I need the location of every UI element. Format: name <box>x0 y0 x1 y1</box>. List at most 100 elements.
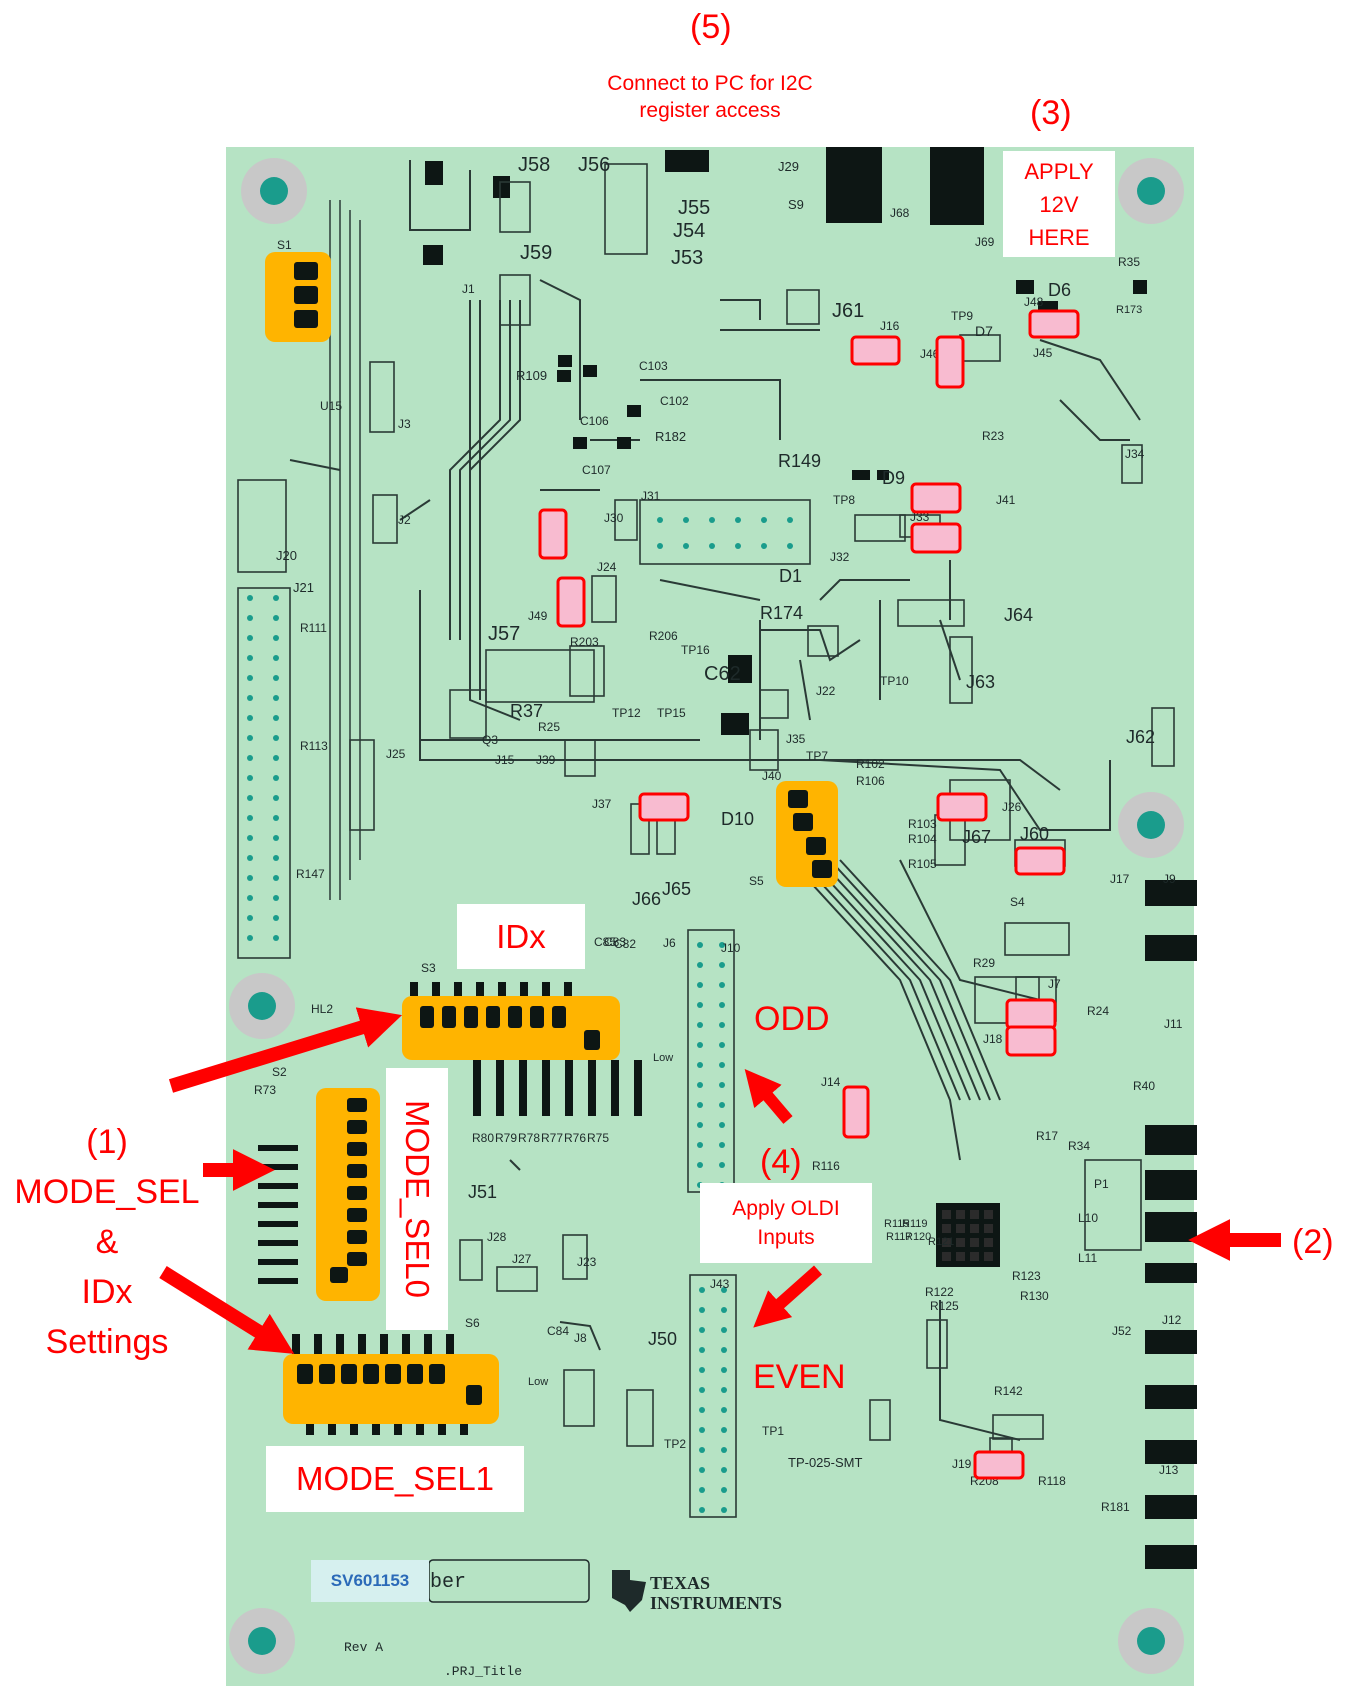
component <box>1016 280 1034 294</box>
arrow-to-idx-switch <box>168 1007 403 1093</box>
trace <box>469 300 521 640</box>
silk-label-j21: J21 <box>293 580 314 595</box>
connector-outline <box>807 625 839 657</box>
resistor-lead <box>634 1060 642 1116</box>
switch-lever <box>341 1364 357 1384</box>
apply-12v-line3: HERE <box>1028 225 1090 250</box>
switch-pin <box>476 982 484 996</box>
silk-label-r117: R117 <box>886 1231 911 1243</box>
resistor-lead <box>588 1060 596 1116</box>
silk-label-j64: J64 <box>1004 605 1033 625</box>
pin <box>273 655 279 661</box>
step1-line1: (1) <box>86 1123 128 1161</box>
apply-12v-line2: 12V <box>1039 192 1079 217</box>
pin <box>761 517 767 523</box>
silk-label-r104: R104 <box>908 832 937 846</box>
pin <box>657 543 663 549</box>
silk-label-r76: R76 <box>564 1131 586 1145</box>
switch-lever <box>294 310 318 328</box>
silk-label-j3: J3 <box>398 417 411 431</box>
mounting-hole-center <box>1137 1627 1165 1655</box>
silk-label-j2: J2 <box>398 513 411 527</box>
resistor-lead <box>258 1240 298 1246</box>
pin <box>697 942 703 948</box>
trace <box>469 300 521 721</box>
switch-lever <box>420 1006 434 1028</box>
pin <box>709 543 715 549</box>
component <box>1145 880 1197 906</box>
silk-label-r142: R142 <box>994 1384 1023 1398</box>
ti-logo-line2: INSTRUMENTS <box>650 1593 783 1613</box>
resistor-lead <box>258 1183 298 1189</box>
trace <box>289 459 341 471</box>
jumper-highlight <box>973 1450 1025 1480</box>
jumper-highlight <box>538 508 568 560</box>
pin <box>273 875 279 881</box>
component <box>493 176 510 198</box>
switch-lever <box>347 1186 367 1200</box>
silk-label-r116: R116 <box>812 1159 840 1173</box>
silk-label-j61: J61 <box>832 300 864 322</box>
pin <box>247 615 253 621</box>
silk-label-j28: J28 <box>487 1230 507 1244</box>
jumper-highlight <box>850 335 901 366</box>
switch-lever <box>530 1006 544 1028</box>
component <box>728 655 752 683</box>
jumper-highlight <box>842 1085 870 1139</box>
pin <box>699 1367 705 1373</box>
pin <box>247 635 253 641</box>
silk-label-r122: R122 <box>925 1285 954 1299</box>
silk-label-tp12: TP12 <box>612 706 641 720</box>
switch-lever <box>347 1252 367 1266</box>
mode-sel0-box: MODE_SEL0 <box>386 1068 448 1330</box>
resistor-lead <box>473 1060 481 1116</box>
silk-label-r80: R80 <box>472 1131 494 1145</box>
switch-lever <box>429 1364 445 1384</box>
connector-outline <box>237 479 287 573</box>
silk-label-j58: J58 <box>518 154 550 176</box>
silk-label-j45: J45 <box>1033 346 1053 360</box>
pin <box>273 915 279 921</box>
silk-label-u15: U15 <box>320 399 342 413</box>
silk-label-tp-025-smt: TP-025-SMT <box>788 1455 862 1470</box>
pin <box>247 875 253 881</box>
switch-pin <box>454 982 462 996</box>
pin <box>247 755 253 761</box>
switch-lever <box>347 1164 367 1178</box>
connector-outline <box>1121 444 1143 484</box>
step1-line2: MODE_SEL <box>14 1173 200 1211</box>
ic-pad <box>956 1224 965 1233</box>
silk-label-s2: S2 <box>272 1065 287 1079</box>
silk-label-s1: S1 <box>277 238 292 252</box>
connect-pc-line1: Connect to PC for I2C <box>607 72 813 95</box>
silk-label-j15: J15 <box>495 753 515 767</box>
silk-label-j40: J40 <box>762 769 782 783</box>
component <box>721 713 749 735</box>
silk-label-j41: J41 <box>996 493 1016 507</box>
connect-pc-line2: register access <box>639 99 781 122</box>
ic-pad <box>942 1210 951 1219</box>
switch-lever <box>294 262 318 280</box>
silk-label-r78: R78 <box>518 1131 540 1145</box>
silk-label-r35: R35 <box>1118 255 1140 269</box>
pin <box>721 1487 727 1493</box>
connector-outline <box>1084 1159 1142 1251</box>
silk-label-r130: R130 <box>1020 1289 1049 1303</box>
mounting-hole-center <box>1137 811 1165 839</box>
connect-pc-label: Connect to PC for I2C register access <box>570 70 850 124</box>
pin <box>273 755 279 761</box>
resistor-lead <box>611 1060 619 1116</box>
apply-oldi-box: Apply OLDI Inputs <box>700 1183 872 1263</box>
connector-outline <box>499 181 531 233</box>
switch-lever <box>442 1006 456 1028</box>
connector-outline <box>1004 922 1070 956</box>
pin <box>721 1307 727 1313</box>
trace <box>829 859 991 1101</box>
switch-lever <box>584 1030 600 1050</box>
pin <box>699 1327 705 1333</box>
silk-label-j27: J27 <box>512 1252 532 1266</box>
silk-label-j48: J48 <box>1024 295 1044 309</box>
silk-label-j24: J24 <box>597 560 617 574</box>
pin <box>735 517 741 523</box>
silk-label-q3: Q3 <box>482 733 498 747</box>
